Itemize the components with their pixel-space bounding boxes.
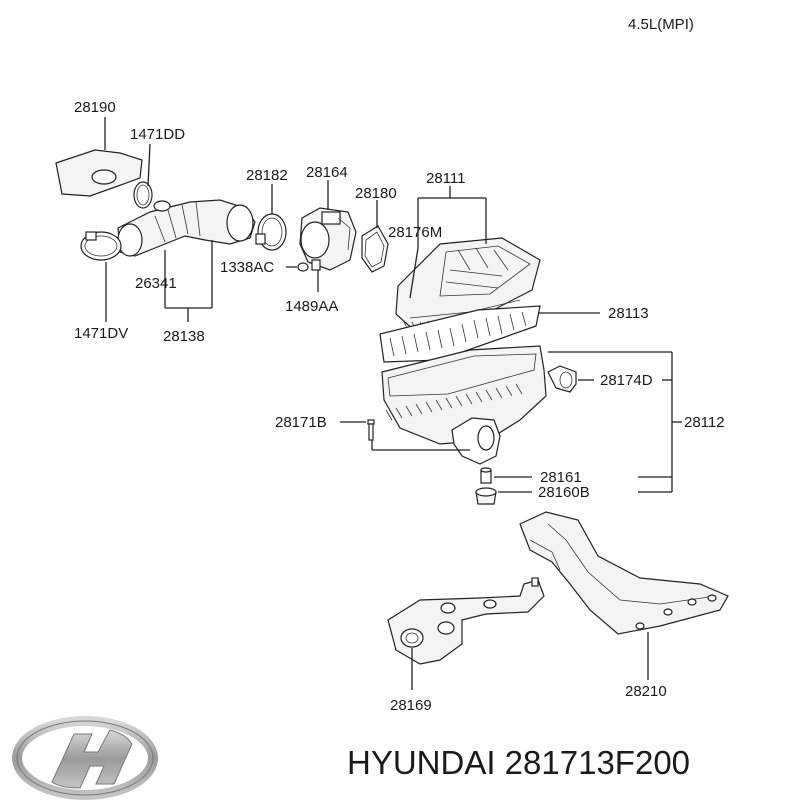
part-28190-shield [55,149,143,197]
label-28111: 28111 [426,170,466,187]
label-28113: 28113 [608,305,649,322]
label-28180: 28180 [355,185,397,202]
label-28174D: 28174D [600,372,653,389]
part-28113-air-filter-element [379,305,541,363]
label-1471DD: 1471DD [130,126,185,143]
part-28112-air-cleaner-body [381,345,547,465]
part-28171B-bolt [367,419,375,441]
label-1489AA: 1489AA [285,298,338,315]
part-1471DD-clamp [133,181,153,209]
hyundai-logo-icon [12,716,158,800]
label-28112: 28112 [684,414,725,431]
label-1338AC: 1338AC [220,259,274,276]
part-28182-clamp [255,213,287,251]
label-28164: 28164 [306,164,348,181]
label-28161: 28161 [540,469,582,486]
label-28210: 28210 [625,683,667,700]
part-28160B-grommet [475,487,497,505]
part-28138-intake-hose [117,199,256,257]
part-28161-bushing [480,467,492,484]
label-28190: 28190 [74,99,116,116]
part-28180-gasket [361,225,389,273]
part-28164-air-flow-sensor [299,207,357,271]
part-28174D-bracket [547,365,577,393]
label-28182: 28182 [246,167,288,184]
label-1471DV: 1471DV [74,325,128,342]
part-1338AC-screw [297,262,309,272]
part-1471DV-clamp [80,231,122,261]
label-28138: 28138 [163,328,205,345]
label-26341: 26341 [135,275,177,292]
label-28169: 28169 [390,697,432,714]
part-28169-bracket [387,577,545,665]
label-28160B: 28160B [538,484,590,501]
engine-label: 4.5L(MPI) [628,16,694,33]
part-28210-air-duct [519,511,729,635]
label-28176M: 28176M [388,224,442,241]
brand-part-number: HYUNDAI 281713F200 [347,744,690,781]
label-28171B: 28171B [275,414,327,431]
